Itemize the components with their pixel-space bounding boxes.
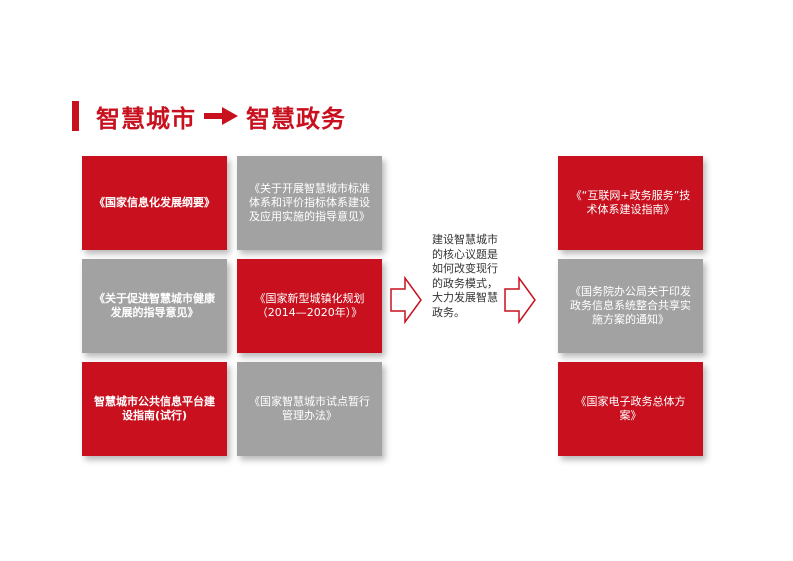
policy-text: 《国家电子政务总体方案》 — [575, 395, 686, 422]
title-accent-bar — [72, 101, 79, 131]
policy-text: 《国务院办公局关于印发政务信息系统整合共享实施方案的通知》 — [570, 285, 691, 326]
policy-text: 《国家新型城镇化规划（2014—2020年）》 — [254, 292, 365, 319]
core-issue-text: 建设智慧城市的核心议题是如何改变现行的政务模式，大力发展智慧政务。 — [432, 233, 498, 319]
policy-text: 《国家智慧城市试点暂行管理办法》 — [249, 395, 370, 422]
policy-text: 《关于促进智慧城市健康发展的指导意见》 — [94, 292, 215, 319]
policy-box: 《国务院办公局关于印发政务信息系统整合共享实施方案的通知》 — [558, 259, 703, 353]
page-title: 智慧城市 智慧政务 — [96, 101, 346, 133]
policy-box: 《国家新型城镇化规划（2014—2020年）》 — [237, 259, 382, 353]
policy-box: 《国家信息化发展纲要》 — [82, 156, 227, 250]
policy-box: 智慧城市公共信息平台建设指南(试行) — [82, 362, 227, 456]
hollow-right-arrow-icon — [390, 276, 422, 324]
right-arrow-icon — [204, 107, 238, 125]
policy-box: 《关于促进智慧城市健康发展的指导意见》 — [82, 259, 227, 353]
policy-box: 《“互联网+政务服务”技术体系建设指南》 — [558, 156, 703, 250]
policy-text: 智慧城市公共信息平台建设指南(试行) — [94, 395, 215, 422]
policy-text: 《关于开展智慧城市标准体系和评价指标体系建设及应用实施的指导意见》 — [249, 182, 370, 223]
hollow-right-arrow-icon — [504, 276, 536, 324]
policy-box: 《关于开展智慧城市标准体系和评价指标体系建设及应用实施的指导意见》 — [237, 156, 382, 250]
policy-text: 《“互联网+政务服务”技术体系建设指南》 — [570, 189, 691, 216]
policy-text: 《国家信息化发展纲要》 — [94, 196, 215, 209]
title-left: 智慧城市 — [96, 104, 196, 133]
policy-box: 《国家智慧城市试点暂行管理办法》 — [237, 362, 382, 456]
policy-box: 《国家电子政务总体方案》 — [558, 362, 703, 456]
title-right: 智慧政务 — [246, 104, 346, 133]
